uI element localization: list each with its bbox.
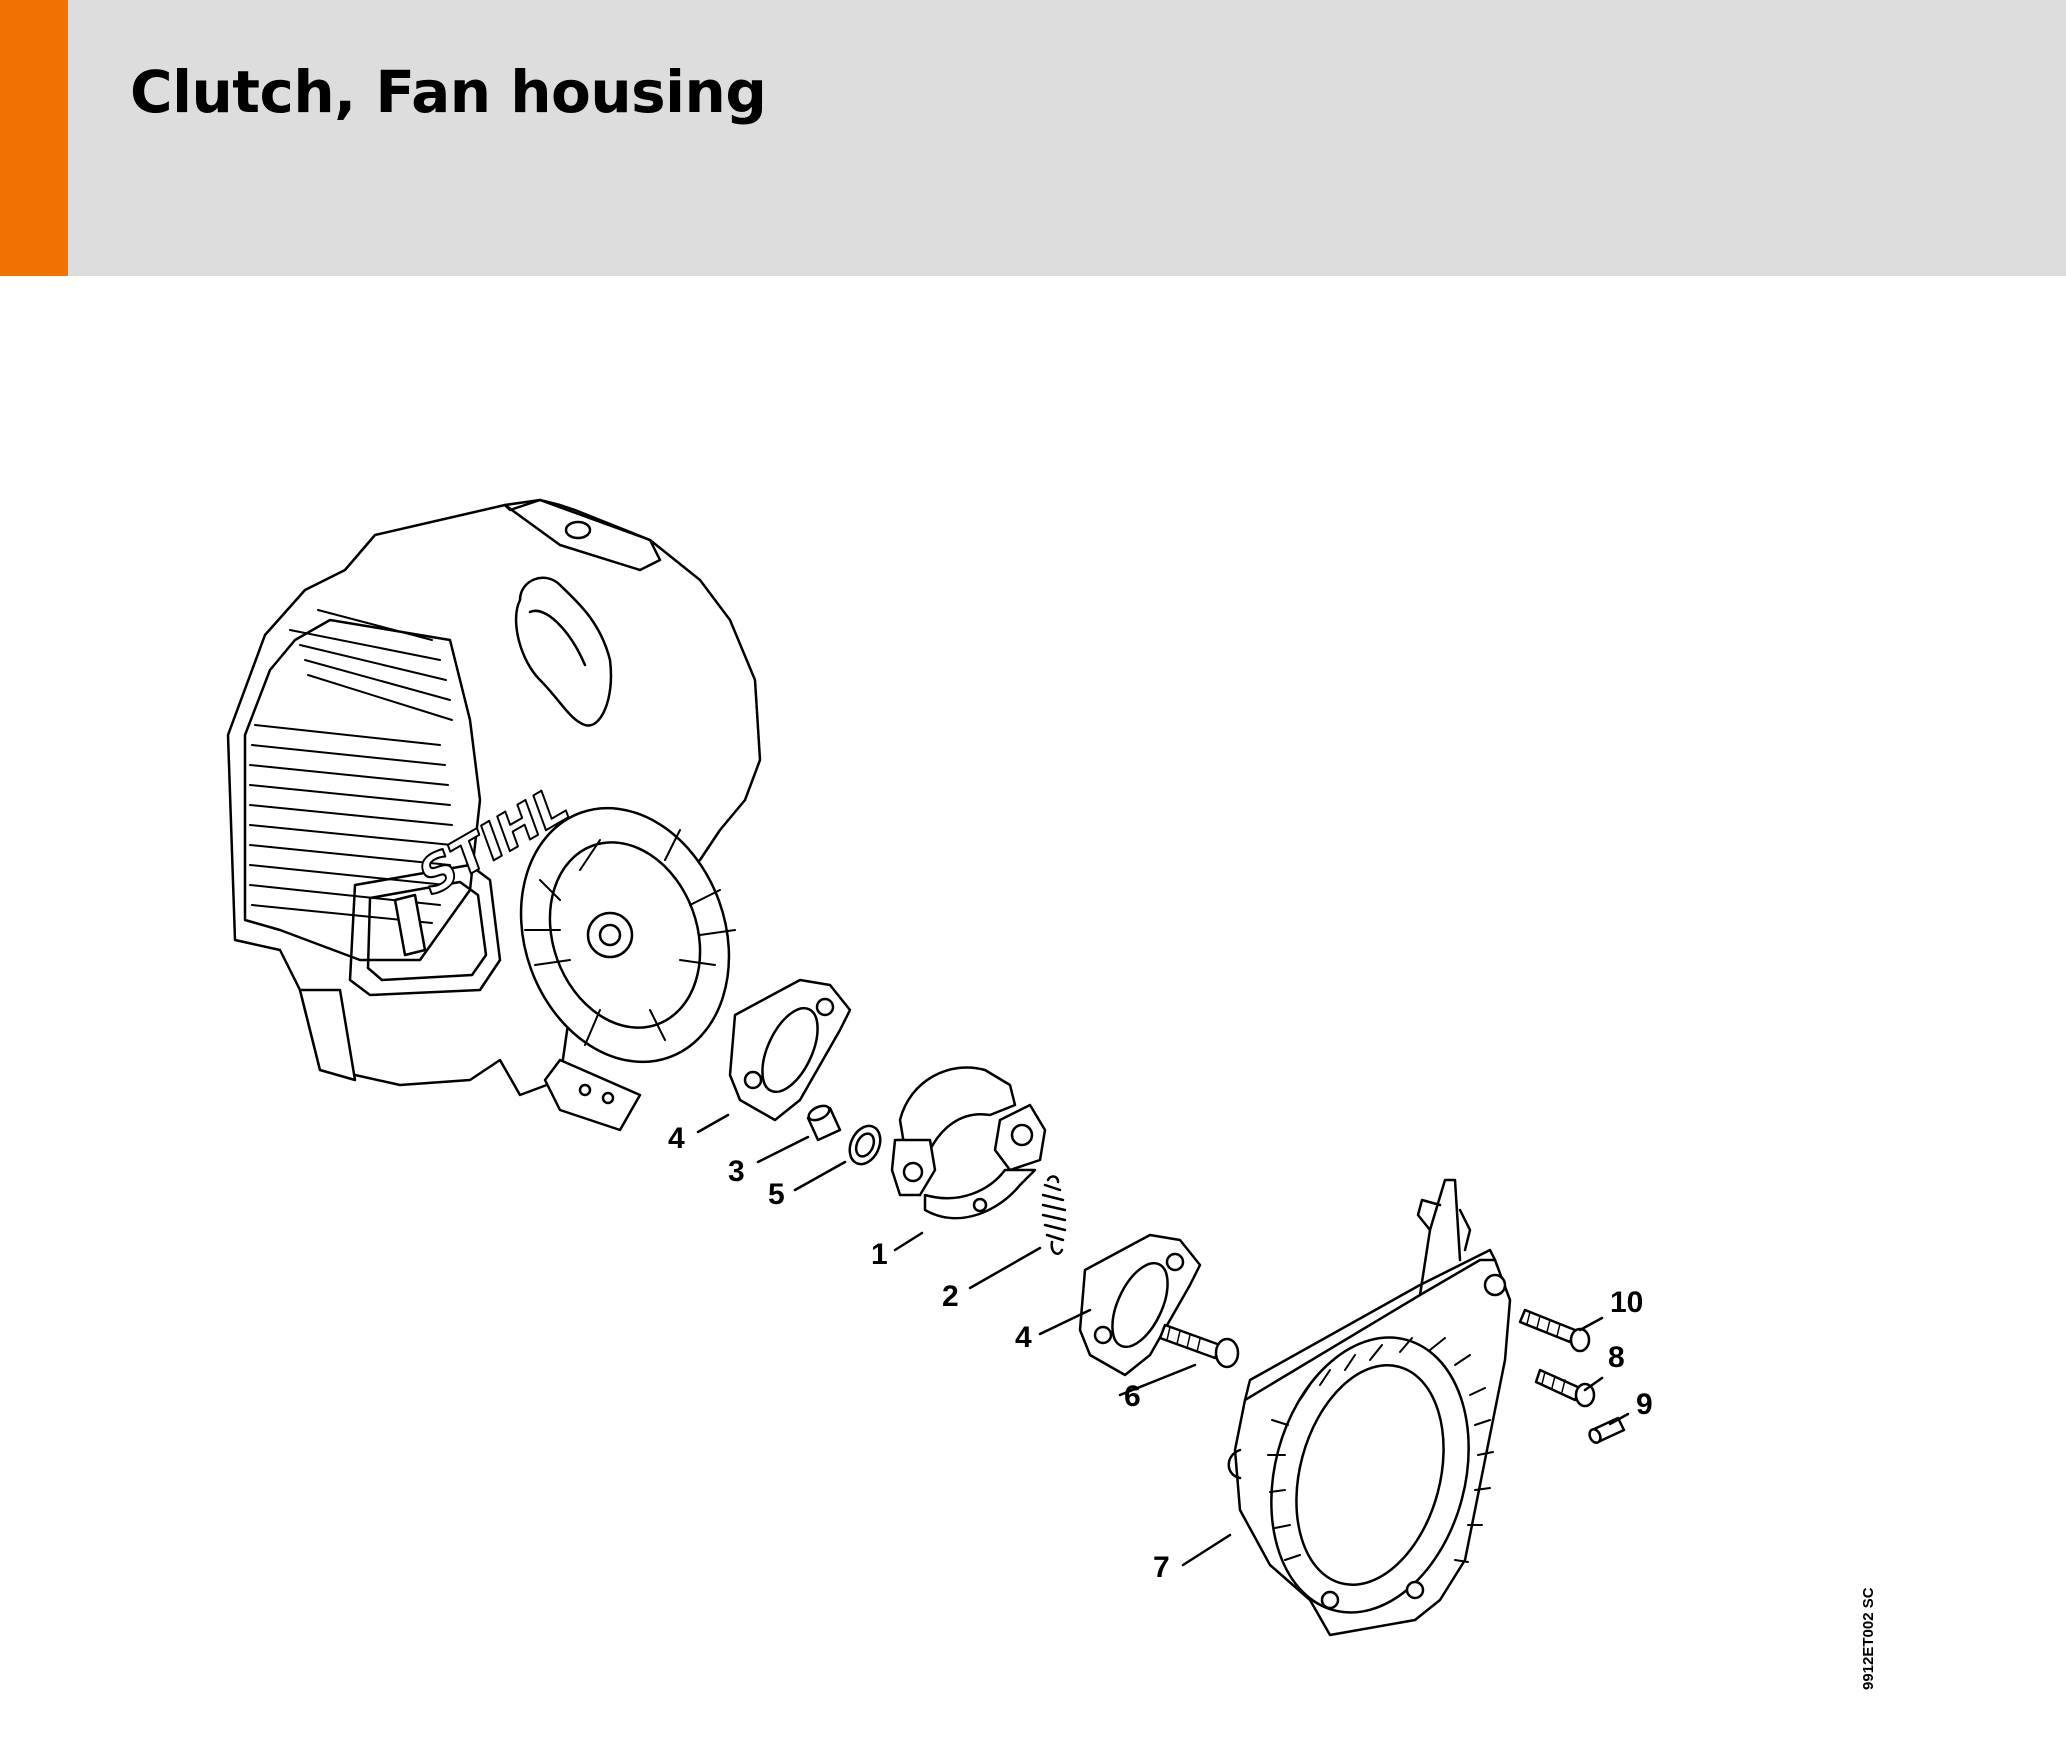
part-7-fan-housing <box>1227 1178 1512 1637</box>
header-band <box>0 0 2066 276</box>
part-5-washer <box>848 1124 882 1166</box>
header-accent-bar <box>0 0 68 276</box>
drawing-code: 9912ET002 SC <box>1860 1587 1877 1690</box>
callout-6: 6 <box>1124 1380 1141 1413</box>
part-4-upper <box>728 978 852 1122</box>
callout-4-upper: 4 <box>668 1122 685 1155</box>
callout-9: 9 <box>1636 1388 1653 1421</box>
callout-5: 5 <box>768 1178 785 1211</box>
callout-8: 8 <box>1608 1341 1625 1374</box>
part-8-stud <box>1534 1368 1596 1408</box>
engine-housing <box>226 498 762 1132</box>
part-4-lower <box>1078 1233 1202 1377</box>
part-1-clutch-shoe <box>890 1066 1047 1220</box>
part-10-screw <box>1518 1308 1591 1353</box>
callout-3: 3 <box>728 1155 745 1188</box>
callout-10: 10 <box>1610 1286 1644 1319</box>
part-3-sleeve <box>806 1104 842 1142</box>
leader-lines <box>696 1113 1630 1567</box>
callout-7: 7 <box>1153 1551 1170 1584</box>
callout-4-lower: 4 <box>1015 1321 1032 1354</box>
callout-2: 2 <box>942 1280 959 1313</box>
callout-1: 1 <box>871 1238 888 1271</box>
part-9-pin <box>1588 1416 1626 1444</box>
part-6-screw <box>1158 1323 1240 1369</box>
part-2-spring <box>1041 1175 1067 1255</box>
page-title: Clutch, Fan housing <box>130 58 767 126</box>
